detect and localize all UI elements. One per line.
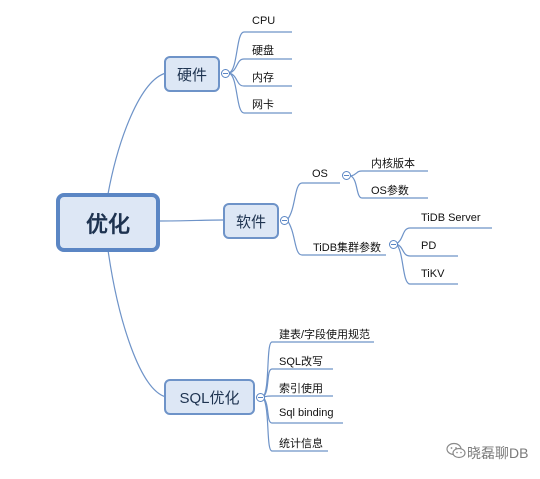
leaf-index-usage[interactable]: 索引使用 xyxy=(279,383,323,395)
node-software[interactable]: 软件 xyxy=(223,203,279,239)
wechat-icon xyxy=(446,442,466,459)
watermark-text: 晓磊聊DB xyxy=(467,445,529,461)
leaf-memory[interactable]: 内存 xyxy=(252,72,274,84)
leaf-sql-rewrite[interactable]: SQL改写 xyxy=(279,356,324,368)
leaf-pd[interactable]: PD xyxy=(421,240,437,252)
leaf-disk[interactable]: 硬盘 xyxy=(252,45,274,57)
leaf-table-field-spec[interactable]: 建表/字段使用规范 xyxy=(279,329,371,341)
node-os[interactable]: OS xyxy=(312,168,328,180)
collapse-toggle-software[interactable] xyxy=(280,216,289,225)
node-hardware-label: 硬件 xyxy=(176,66,207,84)
node-software-label: 软件 xyxy=(235,213,266,231)
node-tidb-params[interactable]: TiDB集群参数 xyxy=(313,242,382,254)
leaf-statistics[interactable]: 统计信息 xyxy=(279,438,323,450)
leaf-cpu[interactable]: CPU xyxy=(252,15,276,27)
leaf-tikv[interactable]: TiKV xyxy=(421,268,445,280)
leaf-os-params[interactable]: OS参数 xyxy=(371,185,409,197)
collapse-toggle-hardware[interactable] xyxy=(221,69,230,78)
root-node[interactable]: 优化 xyxy=(56,193,160,252)
collapse-toggle-os[interactable] xyxy=(342,171,351,180)
leaf-kernel-version[interactable]: 内核版本 xyxy=(371,158,415,170)
root-node-label: 优化 xyxy=(85,211,130,237)
node-hardware[interactable]: 硬件 xyxy=(164,56,220,92)
node-sql[interactable]: SQL优化 xyxy=(164,379,255,415)
collapse-toggle-tidb-params[interactable] xyxy=(389,240,398,249)
leaf-nic[interactable]: 网卡 xyxy=(252,99,274,111)
leaf-sql-binding[interactable]: Sql binding xyxy=(279,407,334,419)
leaf-tidb-server[interactable]: TiDB Server xyxy=(421,212,481,224)
node-sql-label: SQL优化 xyxy=(179,389,240,407)
collapse-toggle-sql[interactable] xyxy=(256,393,265,402)
